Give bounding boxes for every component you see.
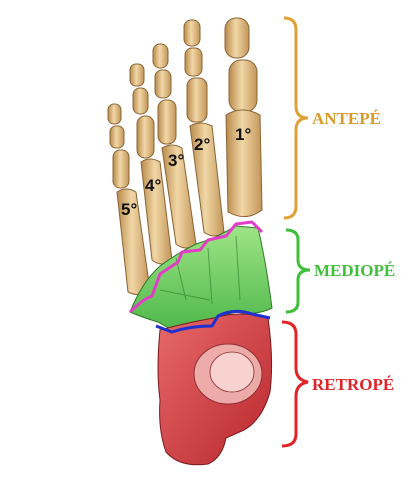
forefoot-midfoot-boundary: [128, 220, 264, 314]
toe-label-3: 3°: [168, 151, 184, 170]
forefoot-brace: [283, 16, 309, 220]
toe-label-2: 2°: [194, 135, 210, 154]
toe-label-4: 4°: [145, 176, 161, 195]
region-label-forefoot: ANTEPÉ: [312, 109, 381, 128]
midfoot-hindfoot-boundary: [155, 309, 271, 334]
toe-5: [107, 103, 151, 296]
toe-label-1: 1°: [235, 125, 251, 144]
toe-label-5: 5°: [121, 200, 137, 219]
toe-2: [183, 19, 225, 237]
region-label-hindfoot: RETROPÉ: [312, 375, 394, 394]
toe-1: [224, 17, 263, 217]
hindfoot-brace: [281, 320, 309, 448]
midfoot-brace: [285, 228, 311, 314]
forefoot-bones: [107, 17, 263, 296]
hindfoot-bones: [157, 313, 273, 466]
region-label-midfoot: MEDIOPÉ: [314, 261, 395, 280]
